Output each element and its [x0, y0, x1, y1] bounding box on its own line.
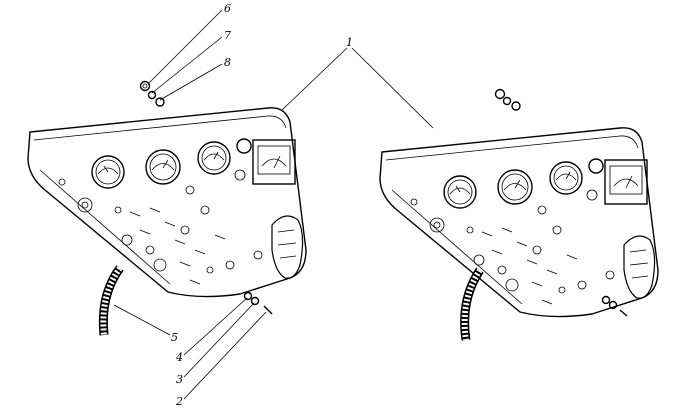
control-panel-left: [27, 107, 307, 298]
fastener-parts-top-right: [494, 88, 521, 111]
cable-left: [98, 265, 124, 336]
callout-6: 6: [224, 2, 231, 15]
callout-1: 1: [346, 36, 353, 49]
cable-right: [460, 267, 484, 341]
fastener-parts-top-left: [139, 80, 165, 107]
leader-lines: [113, 9, 434, 400]
control-panel-right: [379, 127, 659, 318]
fastener-parts-bottom-left: [243, 291, 273, 315]
fastener-parts-bottom-right: [601, 295, 628, 317]
callout-2: 2: [175, 395, 183, 408]
callout-4: 4: [175, 351, 183, 364]
callout-8: 8: [224, 56, 231, 69]
callout-5: 5: [171, 331, 178, 344]
callout-3: 3: [176, 373, 183, 386]
callout-7: 7: [224, 29, 231, 42]
